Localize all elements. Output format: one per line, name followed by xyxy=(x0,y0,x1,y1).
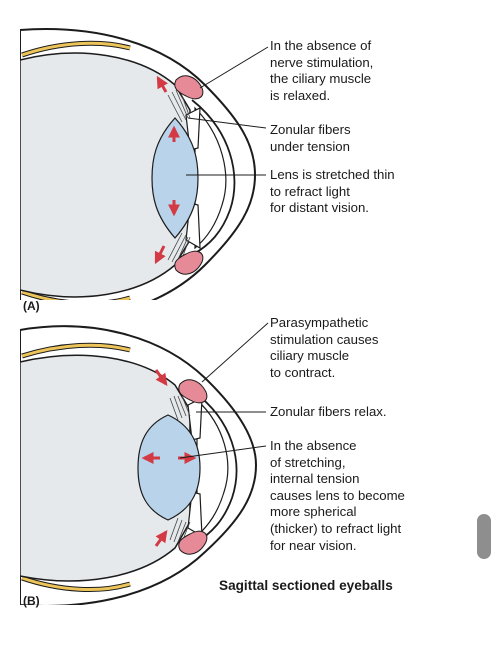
leader-lines-a xyxy=(186,46,269,176)
label-parasympathetic: Parasympathetic stimulation causes cilia… xyxy=(270,315,379,380)
vertical-scrollbar[interactable] xyxy=(477,514,491,559)
figure-caption: Sagittal sectioned eyeballs xyxy=(219,578,393,593)
panel-letter-b: (B) xyxy=(23,594,40,608)
label-zonular-relax: Zonular fibers relax. xyxy=(270,404,387,419)
contraction-arrows-b xyxy=(141,369,197,547)
label-zonular-tension: Zonular fibers under tension xyxy=(270,122,351,154)
tension-arrows-a xyxy=(154,75,180,265)
eyeball-accommodated xyxy=(20,325,258,605)
label-ciliary-relaxed: In the absence of nerve stimulation, the… xyxy=(270,38,374,103)
eyeball-relaxed xyxy=(20,28,257,300)
label-lens-spherical: In the absence of stretching, internal t… xyxy=(270,438,405,553)
leader-lines-b xyxy=(179,322,269,459)
panel-letter-a: (A) xyxy=(23,299,40,313)
label-lens-thin: Lens is stretched thin to refract light … xyxy=(270,167,395,216)
